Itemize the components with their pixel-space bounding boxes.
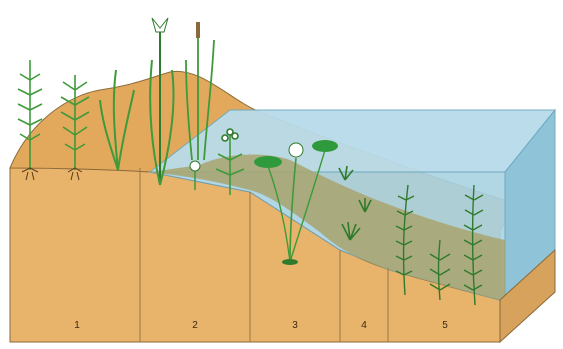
zone-number-2: 2 [192, 320, 198, 331]
zone-number-5: 5 [442, 320, 448, 331]
zone-number-1: 1 [74, 320, 80, 331]
zone-number-3: 3 [292, 320, 298, 331]
zone-number-4: 4 [361, 320, 367, 331]
